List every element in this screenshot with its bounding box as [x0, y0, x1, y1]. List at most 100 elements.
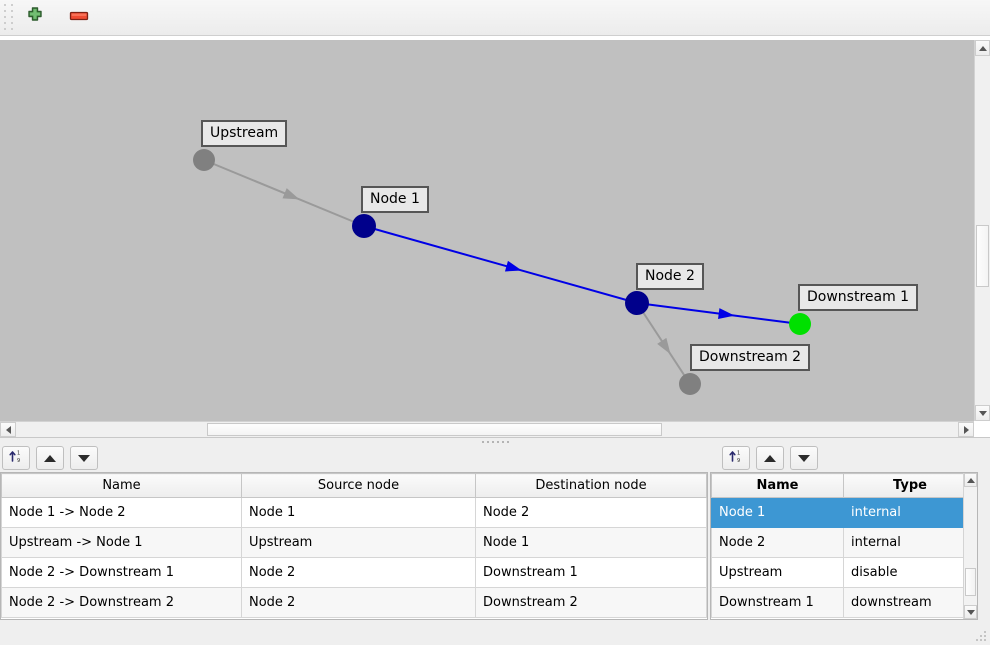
node-type: disable	[843, 557, 977, 588]
triangle-up-icon	[44, 454, 56, 462]
graph-edge-arrow	[282, 188, 300, 200]
nodes-column-type[interactable]: Type	[843, 473, 977, 498]
graph-edge[interactable]	[636, 302, 801, 325]
graph-edge[interactable]	[203, 159, 365, 227]
graph-horizontal-scrollbar[interactable]	[0, 421, 974, 437]
main-toolbar	[0, 0, 990, 36]
node-type: downstream	[843, 587, 977, 618]
graph-edges-layer	[193, 149, 811, 395]
edges-column-name[interactable]: Name	[1, 473, 242, 498]
edge-source: Node 1	[241, 497, 476, 528]
nodes-move-up-button[interactable]	[756, 446, 784, 470]
graph-node-downstream2[interactable]	[679, 373, 701, 395]
nodes-table-vertical-scrollbar[interactable]	[963, 473, 977, 619]
triangle-down-icon	[966, 609, 975, 615]
node-name: Node 2	[711, 527, 844, 558]
triangle-down-icon	[78, 454, 90, 462]
graph-edge-arrow	[718, 308, 735, 319]
edges-move-down-button[interactable]	[70, 446, 98, 470]
window-resize-grip[interactable]	[976, 631, 988, 643]
graph-scroll-down-button[interactable]	[975, 405, 990, 421]
graph-vertical-scroll-thumb[interactable]	[976, 225, 989, 287]
nodes-column-name[interactable]: Name	[711, 473, 844, 498]
graph-scroll-left-button[interactable]	[0, 422, 16, 437]
edges-column-source[interactable]: Source node	[241, 473, 476, 498]
edge-destination: Downstream 2	[475, 587, 707, 618]
minus-icon	[68, 6, 90, 30]
graph-node-label-upstream[interactable]: Upstream	[201, 120, 288, 147]
triangle-left-icon	[5, 425, 11, 434]
graph-node-label-downstream2[interactable]: Downstream 2	[690, 344, 811, 371]
triangle-right-icon	[963, 425, 969, 434]
triangle-up-icon	[966, 477, 975, 483]
edge-source: Node 2	[241, 587, 476, 618]
graph-node-downstream1[interactable]	[789, 313, 811, 335]
graph-horizontal-scroll-thumb[interactable]	[207, 423, 662, 436]
edge-name: Node 2 -> Downstream 1	[1, 557, 242, 588]
node-name: Upstream	[711, 557, 844, 588]
nodes-toolbar: 1 9	[710, 444, 990, 472]
triangle-down-icon	[978, 410, 987, 416]
edges-move-up-button[interactable]	[36, 446, 64, 470]
graph-node-upstream[interactable]	[193, 149, 215, 171]
edge-source: Upstream	[241, 527, 476, 558]
edge-destination: Node 1	[475, 527, 707, 558]
edge-name: Node 2 -> Downstream 2	[1, 587, 242, 618]
edge-name: Node 1 -> Node 2	[1, 497, 242, 528]
plus-icon	[25, 6, 45, 30]
graph-edge[interactable]	[363, 225, 638, 304]
panel-splitter[interactable]	[0, 437, 990, 445]
nodes-scroll-up-button[interactable]	[964, 473, 977, 487]
edge-destination: Node 2	[475, 497, 707, 528]
triangle-up-icon	[764, 454, 776, 462]
edges-table-container[interactable]: Name Source node Destination node Node 1…	[0, 472, 708, 620]
nodes-sort-button[interactable]: 1 9	[722, 446, 750, 470]
toolbar-drag-grip[interactable]	[2, 3, 16, 31]
nodes-panel: 1 9 Name Type No	[710, 444, 990, 624]
remove-node-button[interactable]	[64, 4, 94, 32]
nodes-move-down-button[interactable]	[790, 446, 818, 470]
graph-node-label-node2[interactable]: Node 2	[636, 263, 704, 290]
nodes-vertical-scroll-thumb[interactable]	[965, 568, 976, 596]
sort-ascending-icon: 1 9	[8, 448, 24, 468]
node-name: Node 1	[711, 497, 844, 528]
edges-table: Name Source node Destination node Node 1…	[1, 473, 707, 618]
svg-text:1: 1	[17, 451, 20, 457]
splitter-grip	[481, 440, 509, 443]
triangle-up-icon	[978, 45, 987, 51]
graph-edge-arrow	[657, 337, 671, 355]
edges-panel: 1 9 Name Source node Destination	[0, 444, 708, 624]
triangle-down-icon	[798, 454, 810, 462]
graph-node-label-node1[interactable]: Node 1	[361, 186, 429, 213]
node-type: internal	[843, 527, 977, 558]
graph-edge-arrow	[504, 260, 522, 272]
edges-column-destination[interactable]: Destination node	[475, 473, 707, 498]
graph-scroll-up-button[interactable]	[975, 40, 990, 56]
svg-text:1: 1	[737, 451, 740, 457]
graph-node-node1[interactable]	[352, 214, 376, 238]
node-type: internal	[843, 497, 977, 528]
node-name: Downstream 1	[711, 587, 844, 618]
edges-sort-button[interactable]: 1 9	[2, 446, 30, 470]
edge-source: Node 2	[241, 557, 476, 588]
svg-text:9: 9	[17, 458, 20, 464]
graph-vertical-scrollbar[interactable]	[974, 40, 990, 421]
nodes-scroll-down-button[interactable]	[964, 605, 977, 619]
graph-node-node2[interactable]	[625, 291, 649, 315]
graph-node-label-downstream1[interactable]: Downstream 1	[798, 284, 919, 311]
add-node-button[interactable]	[20, 4, 50, 32]
graph-scroll-right-button[interactable]	[958, 422, 974, 437]
edge-destination: Downstream 1	[475, 557, 707, 588]
